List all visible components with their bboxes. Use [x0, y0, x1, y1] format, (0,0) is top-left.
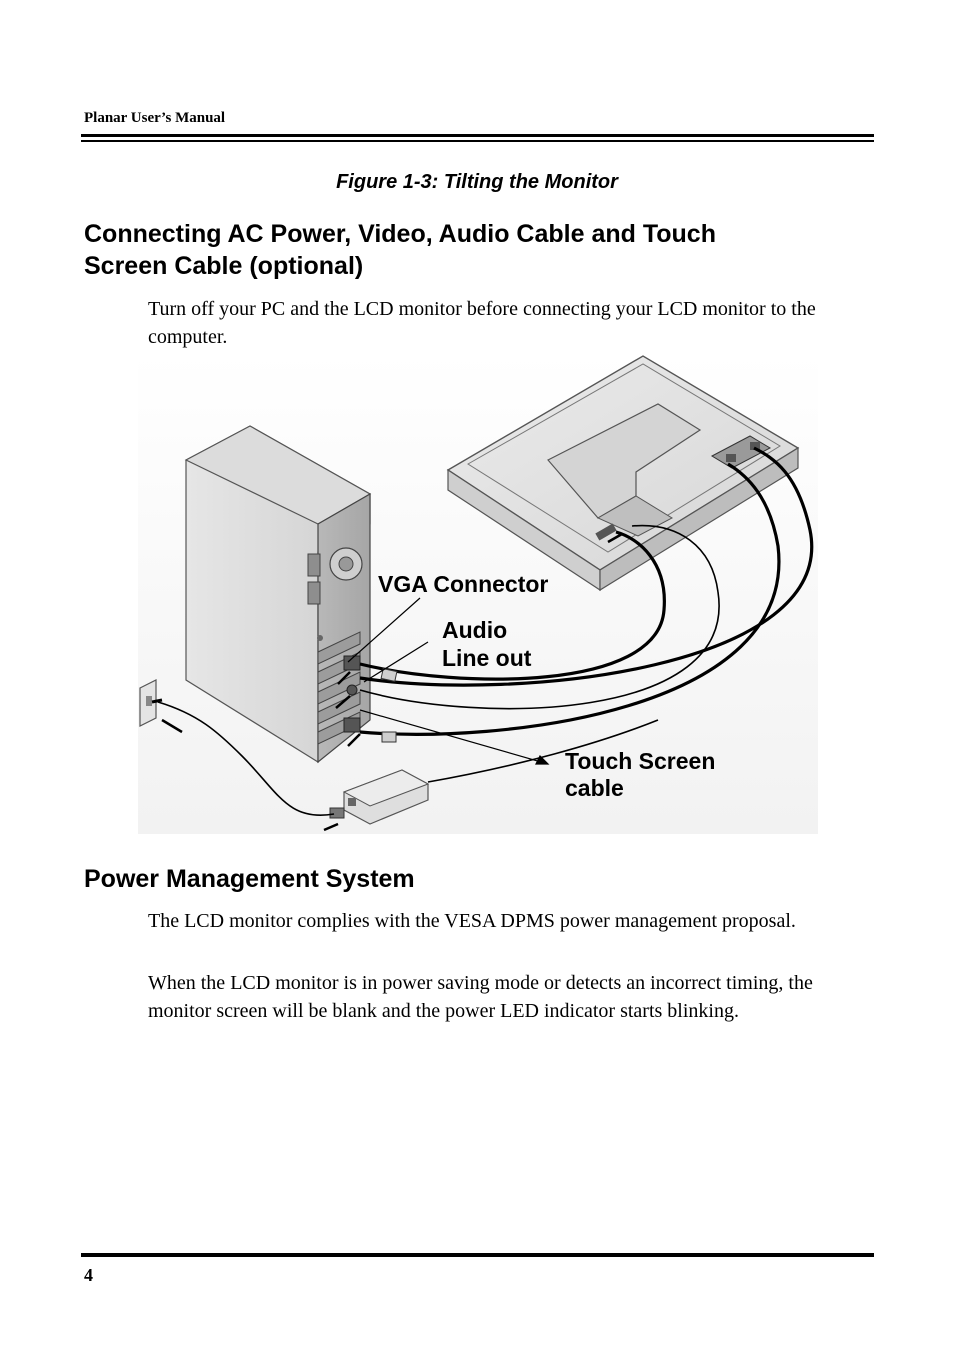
heading-line-2: Screen Cable (optional): [84, 252, 364, 280]
touch-screen-cable: [359, 446, 814, 687]
label-touch-line1: Touch Screen: [565, 748, 715, 774]
vga-cable: [359, 530, 666, 681]
leader-lines: [347, 597, 550, 765]
power-cable-monitor: [359, 462, 781, 736]
power-paragraph-2: When the LCD monitor is in power saving …: [148, 972, 813, 1022]
vga-port: [343, 655, 361, 671]
adapter-cable: [427, 719, 659, 783]
section-heading-connecting: Connecting AC Power, Video, Audio Cable …: [84, 218, 864, 282]
ac-power-cord: [157, 701, 335, 817]
cables: [157, 446, 814, 817]
serial-port: [343, 717, 361, 733]
pc-tower: [184, 425, 372, 764]
header-rule-secondary: [81, 140, 874, 142]
connection-diagram-svg: VGA Connector Audio Line out Touch Scree…: [138, 352, 818, 834]
running-header: Planar User’s Manual: [84, 110, 226, 126]
label-audio-line1: Audio: [442, 617, 507, 643]
power-paragraph-1: The LCD monitor complies with the VESA D…: [148, 910, 796, 932]
heading-line-1: Connecting AC Power, Video, Audio Cable …: [84, 220, 716, 248]
audio-cable: [359, 524, 720, 710]
power-adapter: [323, 769, 430, 832]
label-touch-line2: cable: [565, 775, 624, 801]
connecting-instructions: Turn off your PC and the LCD monitor bef…: [148, 298, 816, 348]
page-number: 4: [84, 1265, 93, 1285]
audio-port: [346, 684, 358, 696]
footer-rule: [81, 1253, 874, 1257]
wall-outlet: [139, 679, 183, 734]
lcd-monitor: [446, 355, 800, 592]
header-rule: [81, 134, 874, 137]
label-vga-connector: VGA Connector: [378, 571, 548, 597]
section-heading-power: Power Management System: [84, 865, 415, 893]
figure-caption: Figure 1-3: Tilting the Monitor: [336, 171, 618, 193]
connection-diagram: VGA Connector Audio Line out Touch Scree…: [138, 352, 818, 834]
label-audio-line2: Line out: [442, 645, 532, 671]
